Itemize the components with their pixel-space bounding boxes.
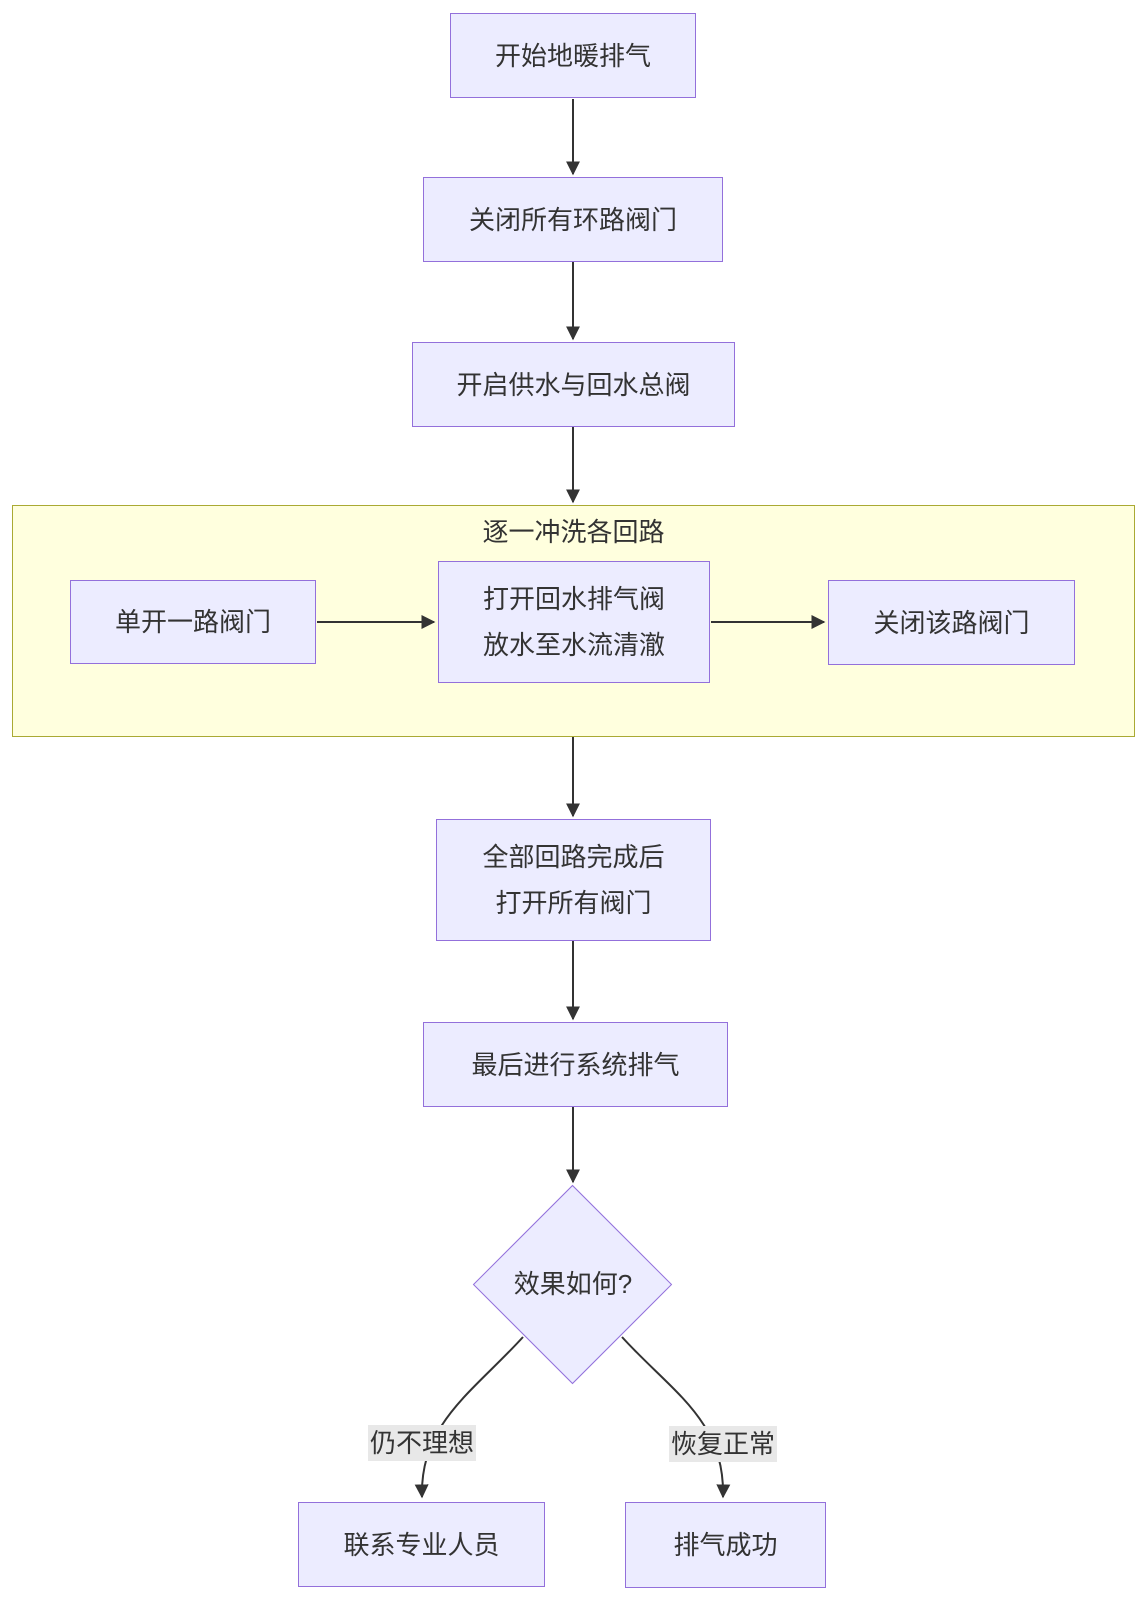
edge-decision-to-contact — [414, 1336, 524, 1499]
node-final-system-venting: 最后进行系统排气 — [423, 1022, 728, 1107]
node-label: 单开一路阀门 — [114, 607, 271, 637]
node-label: 开始地暖排气 — [494, 40, 651, 71]
node-label-line-2: 打开所有阀门 — [495, 888, 652, 918]
node-label: 最后进行系统排气 — [471, 1049, 680, 1080]
node-close-this-valve: 关闭该路阀门 — [828, 580, 1075, 665]
node-contact-professional: 联系专业人员 — [298, 1502, 545, 1587]
decision-label: 效果如何? — [513, 1269, 633, 1299]
node-label: 联系专业人员 — [343, 1529, 500, 1560]
node-start-venting: 开始地暖排气 — [450, 13, 696, 98]
node-label: 关闭该路阀门 — [873, 607, 1030, 638]
edge-label-back-to-normal: 恢复正常 — [668, 1426, 778, 1462]
node-label: 关闭所有环路阀门 — [468, 204, 677, 235]
node-venting-success: 排气成功 — [625, 1502, 826, 1588]
edge-label-not-ideal: 仍不理想 — [367, 1425, 477, 1461]
node-label: 开启供水与回水总阀 — [456, 369, 691, 400]
edge-decision-to-success — [621, 1336, 731, 1499]
node-label-line-2: 放水至水流清澈 — [482, 630, 665, 660]
node-flush-until-clear: 打开回水排气阀 放水至水流清澈 — [438, 561, 710, 683]
node-open-all-valves-after: 全部回路完成后 打开所有阀门 — [436, 819, 711, 941]
node-label: 排气成功 — [673, 1530, 778, 1560]
node-open-one-valve: 单开一路阀门 — [70, 580, 316, 664]
node-close-all-loop-valves: 关闭所有环路阀门 — [423, 177, 723, 262]
node-label-line-1: 全部回路完成后 — [482, 842, 665, 872]
subgraph-title: 逐一冲洗各回路 — [482, 517, 665, 547]
node-label-line-1: 打开回水排气阀 — [482, 584, 665, 614]
node-open-main-valves: 开启供水与回水总阀 — [412, 342, 735, 427]
